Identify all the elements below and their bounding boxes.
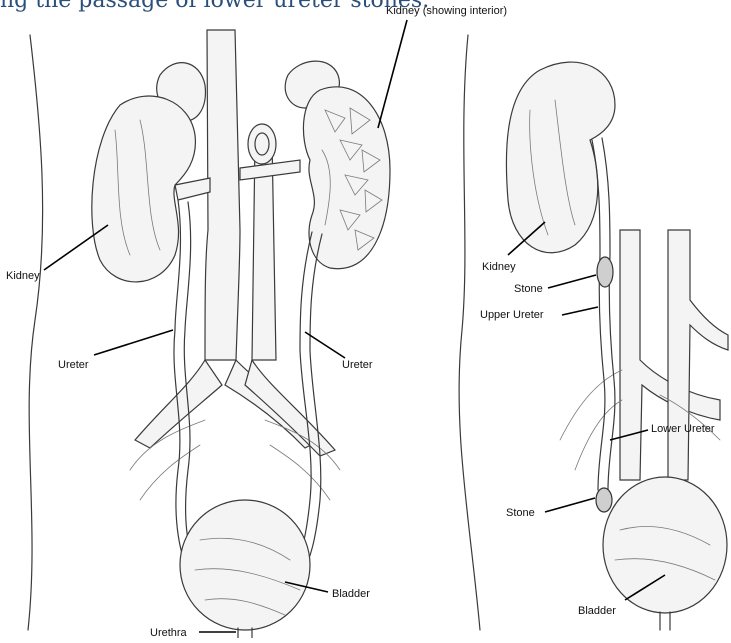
stone-lower-shape [596, 488, 612, 512]
label-ureter-right: Ureter [342, 359, 373, 371]
label-lower-ureter: Lower Ureter [651, 423, 715, 435]
label-stone-upper: Stone [514, 283, 543, 295]
label-urethra: Urethra [150, 627, 188, 638]
label-upper-ureter: Upper Ureter [480, 309, 544, 321]
leader-ureter-right [305, 332, 345, 358]
leader-kidney-interior [378, 20, 407, 128]
kidney-interior [303, 87, 390, 269]
label-bladder-main: Bladder [332, 588, 370, 600]
side-view-vessels [560, 230, 728, 480]
stone-upper-shape [597, 257, 613, 287]
label-ureter-left: Ureter [58, 359, 89, 371]
bladder-main [180, 500, 310, 638]
caption-text: ng the passage of lower ureter stones. [0, 0, 731, 16]
label-bladder-side: Bladder [578, 605, 616, 617]
label-kidney-side: Kidney [482, 261, 516, 273]
label-kidney-left: Kidney [6, 270, 40, 282]
leader-stone-upper [548, 275, 596, 288]
leader-stone-lower [545, 498, 595, 512]
leader-upper-ureter [562, 307, 598, 315]
label-stone-lower: Stone [506, 507, 535, 519]
leader-ureter-left [94, 330, 173, 355]
kidney-side [506, 62, 615, 253]
bladder-side [603, 477, 727, 630]
